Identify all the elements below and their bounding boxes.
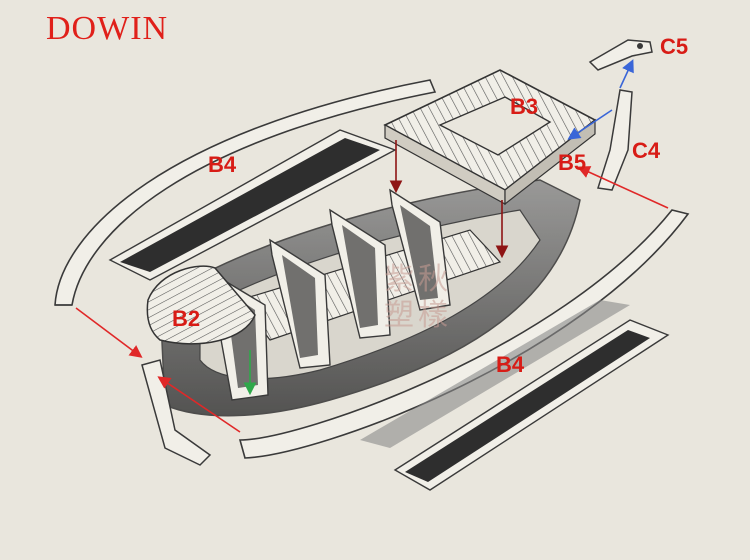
label-b4-top: B4	[208, 152, 237, 177]
watermark-seal: 紫秋塑樣	[384, 263, 452, 332]
label-b3: B3	[510, 94, 539, 119]
arrow-blue-c5	[619, 59, 634, 89]
arrow-red-stern	[577, 166, 669, 209]
bow-deck-icon	[146, 265, 256, 345]
label-b5: B5	[558, 150, 587, 175]
gunwale-rail-bottom-icon	[238, 209, 690, 491]
seat-bench-icon	[211, 188, 451, 401]
label-c4: C4	[632, 138, 661, 163]
arrow-blue-b3	[567, 109, 613, 140]
label-b2: B2	[172, 306, 201, 331]
stern-post-icon	[597, 89, 633, 191]
label-b4-bottom: B4	[496, 352, 525, 377]
arrow-red-rail	[157, 376, 241, 433]
brand-title: DOWIN	[46, 10, 169, 47]
tiller-piece-icon	[588, 39, 653, 71]
arrow-red-bow	[75, 307, 143, 358]
deck-frame-icon	[383, 69, 597, 206]
gunwale-rail-top-icon	[54, 79, 437, 306]
label-c5: C5	[660, 34, 689, 59]
